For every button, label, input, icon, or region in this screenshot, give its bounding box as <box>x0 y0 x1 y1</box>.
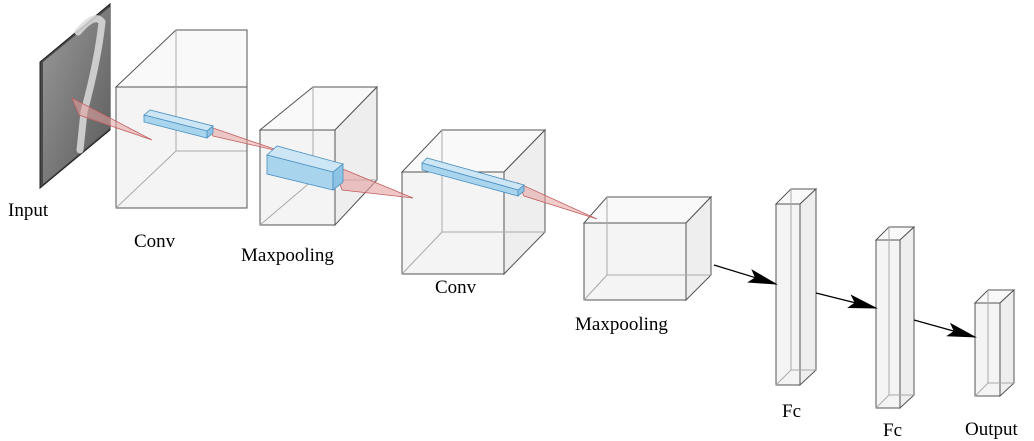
arrow-to-output <box>913 319 977 338</box>
label-output: Output <box>965 419 1018 440</box>
label-maxpooling-2: Maxpooling <box>575 314 668 335</box>
kernel-conv-1 <box>143 109 214 139</box>
fc-block-2 <box>874 225 916 410</box>
kernel-maxpool-1 <box>266 145 344 191</box>
conv-block-2 <box>400 128 547 276</box>
arrow-to-fc-2 <box>815 292 878 309</box>
kernel-conv-2 <box>421 157 525 197</box>
label-fc-1: Fc <box>782 401 801 422</box>
label-maxpooling-1: Maxpooling <box>241 245 334 266</box>
maxpool-block-2 <box>582 195 713 302</box>
arrow-to-fc-1 <box>713 264 778 285</box>
input-image <box>39 2 111 190</box>
fc-block-1 <box>774 187 818 387</box>
label-input: Input <box>8 200 49 221</box>
label-conv-2: Conv <box>435 277 477 298</box>
label-conv-1: Conv <box>134 231 176 252</box>
receptive-field-cone-1 <box>71 97 153 141</box>
label-fc-2: Fc <box>883 420 902 441</box>
output-block <box>973 288 1016 398</box>
